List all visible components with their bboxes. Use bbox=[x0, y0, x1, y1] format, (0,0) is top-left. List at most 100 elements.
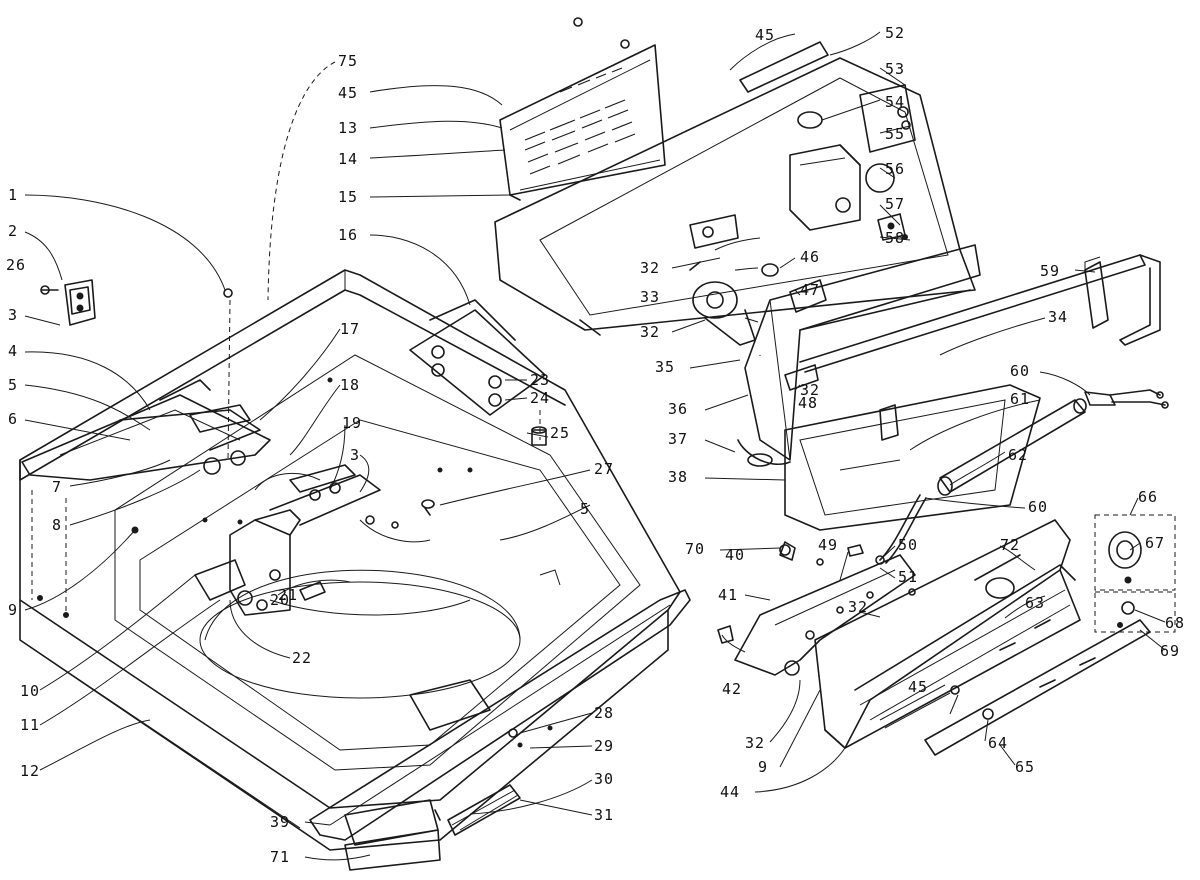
label-36: 36 bbox=[668, 400, 688, 418]
plug-25 bbox=[531, 426, 547, 446]
lamp-bracket-assembly bbox=[717, 541, 916, 676]
door-switch-rod bbox=[799, 254, 1161, 373]
label-11: 11 bbox=[20, 716, 40, 734]
label-13: 13 bbox=[338, 119, 358, 137]
label-51: 51 bbox=[898, 568, 918, 586]
label-42: 42 bbox=[722, 680, 742, 698]
knob-detail-inset bbox=[1094, 514, 1176, 633]
label-45-top: 45 bbox=[338, 84, 358, 102]
label-14: 14 bbox=[338, 150, 358, 168]
label-32-c: 32 bbox=[800, 381, 820, 399]
label-66: 66 bbox=[1138, 488, 1158, 506]
label-5-center: 5 bbox=[580, 500, 590, 518]
label-38: 38 bbox=[668, 468, 688, 486]
label-54: 54 bbox=[885, 93, 905, 111]
part-16-mount-plate bbox=[409, 299, 546, 416]
label-72: 72 bbox=[1000, 536, 1020, 554]
label-58: 58 bbox=[885, 229, 905, 247]
front-trim-strip bbox=[309, 589, 691, 871]
label-41: 41 bbox=[718, 586, 738, 604]
label-9-right: 9 bbox=[758, 758, 768, 776]
label-70: 70 bbox=[685, 540, 705, 558]
label-3-center: 3 bbox=[350, 446, 360, 464]
label-3-left: 3 bbox=[8, 306, 18, 324]
label-6: 6 bbox=[8, 410, 18, 428]
center-switch-assembly bbox=[229, 464, 431, 616]
label-63: 63 bbox=[1025, 594, 1045, 612]
label-67: 67 bbox=[1145, 534, 1165, 552]
control-frame bbox=[784, 384, 1041, 531]
label-33: 33 bbox=[640, 288, 660, 306]
label-2: 2 bbox=[8, 222, 18, 240]
label-32-b: 32 bbox=[640, 323, 660, 341]
label-46: 46 bbox=[800, 248, 820, 266]
rear-console-panel bbox=[494, 41, 976, 336]
label-16: 16 bbox=[338, 226, 358, 244]
power-cord bbox=[1084, 389, 1169, 409]
label-39: 39 bbox=[270, 813, 290, 831]
label-57: 57 bbox=[885, 195, 905, 213]
label-32-e: 32 bbox=[745, 734, 765, 752]
lower-cable bbox=[879, 494, 921, 561]
label-37: 37 bbox=[668, 430, 688, 448]
label-71: 71 bbox=[270, 848, 290, 866]
label-45-panel: 45 bbox=[908, 678, 928, 696]
label-53: 53 bbox=[885, 60, 905, 78]
label-75: 75 bbox=[338, 52, 358, 70]
label-40: 40 bbox=[725, 546, 745, 564]
label-68: 68 bbox=[1165, 614, 1185, 632]
cabinet-top-panel bbox=[19, 269, 681, 851]
label-15: 15 bbox=[338, 188, 358, 206]
label-61: 61 bbox=[1010, 390, 1030, 408]
control-bracket-36 bbox=[689, 214, 981, 467]
label-47: 47 bbox=[800, 281, 820, 299]
label-28: 28 bbox=[594, 704, 614, 722]
label-7: 7 bbox=[52, 478, 62, 496]
label-56: 56 bbox=[885, 160, 905, 178]
label-60-bottom: 60 bbox=[1028, 498, 1048, 516]
label-8: 8 bbox=[52, 516, 62, 534]
label-45-right: 45 bbox=[755, 26, 775, 44]
label-21: 21 bbox=[278, 586, 298, 604]
label-19: 19 bbox=[342, 414, 362, 432]
label-4: 4 bbox=[8, 342, 18, 360]
fluorescent-tube bbox=[937, 398, 1087, 496]
label-48: 48 bbox=[798, 394, 818, 412]
label-32-a: 32 bbox=[640, 259, 660, 277]
label-64: 64 bbox=[988, 734, 1008, 752]
label-32-d: 32 bbox=[848, 598, 868, 616]
label-20: 20 bbox=[270, 591, 290, 609]
label-34: 34 bbox=[1048, 308, 1068, 326]
leader-lines bbox=[24, 31, 1166, 861]
label-9-left: 9 bbox=[8, 601, 18, 619]
label-30: 30 bbox=[594, 770, 614, 788]
label-69: 69 bbox=[1160, 642, 1180, 660]
label-62: 62 bbox=[1008, 446, 1028, 464]
left-control-bracket bbox=[21, 379, 271, 481]
screw-27 bbox=[421, 499, 435, 516]
label-55: 55 bbox=[885, 125, 905, 143]
label-35: 35 bbox=[655, 358, 675, 376]
label-31: 31 bbox=[594, 806, 614, 824]
label-50: 50 bbox=[898, 536, 918, 554]
label-5-left: 5 bbox=[8, 376, 18, 394]
label-10: 10 bbox=[20, 682, 40, 700]
part-labels: 75 45 45 45 52 53 54 55 56 57 58 59 13 1… bbox=[6, 24, 1185, 866]
label-26: 26 bbox=[6, 256, 26, 274]
label-52: 52 bbox=[885, 24, 905, 42]
label-23: 23 bbox=[530, 371, 550, 389]
label-59: 59 bbox=[1040, 262, 1060, 280]
label-44: 44 bbox=[720, 783, 740, 801]
label-1: 1 bbox=[8, 186, 18, 204]
label-65: 65 bbox=[1015, 758, 1035, 776]
label-22: 22 bbox=[292, 649, 312, 667]
label-18: 18 bbox=[340, 376, 360, 394]
control-panel-face bbox=[814, 519, 1081, 749]
label-49: 49 bbox=[818, 536, 838, 554]
screw-1 bbox=[223, 288, 233, 298]
label-17: 17 bbox=[340, 320, 360, 338]
label-27: 27 bbox=[594, 460, 614, 478]
back-panel-grille bbox=[499, 17, 666, 201]
